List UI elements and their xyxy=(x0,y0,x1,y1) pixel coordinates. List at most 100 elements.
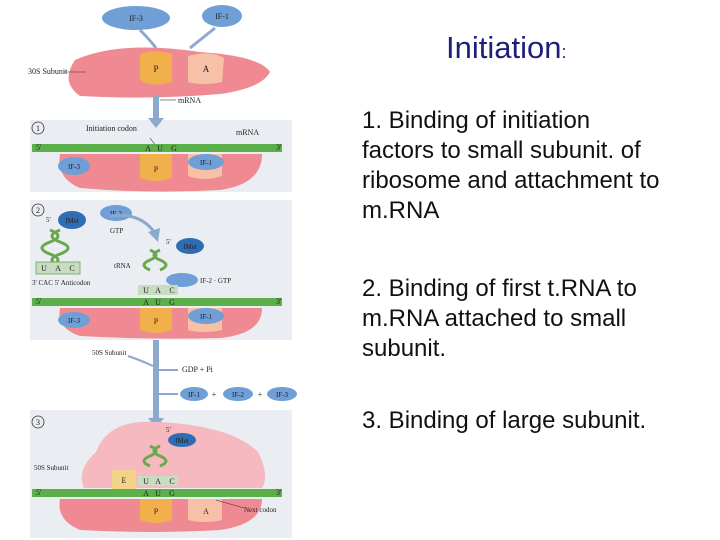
anticodon2-a: A xyxy=(155,286,161,295)
trna-step3-helix xyxy=(142,444,168,468)
mrna-strand-2 xyxy=(32,298,282,306)
codon1-u: U xyxy=(157,144,163,153)
trna-anticodon-box xyxy=(35,261,81,275)
initiation-codon-label: Initiation codon xyxy=(86,124,137,133)
free-trna-5prime: 5' xyxy=(46,216,51,224)
codon3-a: A xyxy=(143,489,149,498)
bound-trna-5prime: 5' xyxy=(166,238,171,246)
p-site-step3 xyxy=(140,499,172,523)
mrna1-3prime: 3' xyxy=(276,143,282,152)
if1-bound-step2 xyxy=(188,308,224,324)
p-site-label-step1: P xyxy=(154,165,159,174)
mrna-top-label: mRNA xyxy=(178,96,201,105)
a-site-step3 xyxy=(188,499,222,522)
trna-free-helix xyxy=(40,228,70,268)
codon2-u: U xyxy=(155,298,161,307)
anticodon3-u: U xyxy=(143,477,149,486)
trna-base-a: A xyxy=(55,264,61,273)
step1-text: 1. Binding of initiation factors to smal… xyxy=(362,107,660,224)
next-codon-label: Next codon xyxy=(244,506,277,514)
p-site-top xyxy=(140,51,172,85)
arrow-if3 xyxy=(138,28,158,49)
bound-trna3-5prime: 5' xyxy=(166,426,171,434)
if1-released-label: IF-1 xyxy=(188,391,201,399)
step3-marker xyxy=(31,415,45,429)
anticodon2-u: U xyxy=(143,286,149,295)
mrna-label-step1: mRNA xyxy=(236,128,259,137)
anticodon3-c: C xyxy=(169,477,174,486)
fmet-free-label: fMet xyxy=(65,217,79,225)
arrow-down-1 xyxy=(153,96,159,122)
trna-bound-helix xyxy=(142,248,168,272)
a-site-label-step3: A xyxy=(203,507,209,516)
if3-released-label: IF-3 xyxy=(276,391,289,399)
50s-subunit-label-transition: 50S Subunit xyxy=(92,349,126,357)
arrowhead-if2-trna xyxy=(148,228,160,242)
plus-1: + xyxy=(212,390,217,399)
mrna-strand-3 xyxy=(32,489,282,497)
if3-label-step2: IF-3 xyxy=(68,317,81,325)
mrna2-3prime: 3' xyxy=(276,297,282,306)
if3-released xyxy=(267,387,297,401)
if1-factor xyxy=(202,5,242,27)
anticodon-step3 xyxy=(138,476,178,486)
mrna2-5prime: 5' xyxy=(36,297,42,306)
mrna1-5prime: 5' xyxy=(36,143,42,152)
p-site-step1 xyxy=(140,154,172,181)
e-site xyxy=(112,470,136,490)
if2-bound xyxy=(166,273,198,287)
anticodon3-a: A xyxy=(155,477,161,486)
trna-label: tRNA xyxy=(114,262,131,270)
arrowhead-down-1 xyxy=(148,118,164,128)
if1-label-step1: IF-1 xyxy=(200,159,213,167)
if2-released-label: IF-2 xyxy=(232,391,245,399)
if3-bound-step1 xyxy=(58,157,90,175)
anticodon-step2 xyxy=(138,285,178,295)
fmet-step3 xyxy=(168,433,196,447)
codon3-u: U xyxy=(155,489,161,498)
e-site-label: E xyxy=(122,476,127,485)
step3-text: 3. Binding of large subunit. xyxy=(362,407,647,434)
fmet-step3-label: fMet xyxy=(175,437,189,445)
fmet-bound-label: fMet xyxy=(183,243,197,251)
fmet-free xyxy=(58,211,86,229)
anticodon2-c: C xyxy=(169,286,174,295)
step1-marker xyxy=(31,121,45,135)
if2-released xyxy=(223,387,253,401)
30s-subunit-label: 30S Subunit xyxy=(28,67,68,76)
mrna3-3prime: 3' xyxy=(276,488,282,497)
mrna-strand-1 xyxy=(32,144,282,152)
step2-text: 2. Binding of first t.RNA to m.RNA attac… xyxy=(362,275,637,362)
gdp-pi-label: GDP + Pi xyxy=(182,365,214,374)
a-site-label-top: A xyxy=(203,64,210,74)
if3-factor xyxy=(102,6,170,30)
gtp-label: GTP xyxy=(110,227,123,235)
ribosome-initiation-diagram: IF-3 IF-1 P A 30S Subunit mRNA 1 Initiat… xyxy=(28,5,297,538)
mrna3-5prime: 5' xyxy=(36,488,42,497)
codon1-g: G xyxy=(171,144,177,153)
codon1-a: A xyxy=(145,144,151,153)
step3-number: 3 xyxy=(36,418,40,427)
arrow-down-2 xyxy=(153,340,159,420)
if2-gtp-label: IF-2 · GTP xyxy=(200,277,231,285)
p-site-label-step2: P xyxy=(154,317,159,326)
slide-title-colon: : xyxy=(561,42,567,62)
trna-base-c: C xyxy=(69,264,74,273)
a-site-top xyxy=(188,53,224,84)
if3-label: IF-3 xyxy=(129,14,143,23)
plus-2: + xyxy=(258,390,263,399)
if3-bound-step2 xyxy=(58,312,90,328)
next-codon-leader xyxy=(215,499,245,509)
if1-bound-step1 xyxy=(188,154,224,170)
arrow-50s-in xyxy=(127,355,154,367)
codon2-g: G xyxy=(169,298,175,307)
if1-released xyxy=(180,387,208,401)
trna-base-u: U xyxy=(41,264,47,273)
cac-anticodon-label: 3' CAC 5' Anticodon xyxy=(32,279,91,287)
fmet-bound xyxy=(176,238,204,254)
codon2-a: A xyxy=(143,298,149,307)
p-site-step2 xyxy=(140,308,172,333)
p-site-label-step3: P xyxy=(154,507,159,516)
arrow-if1 xyxy=(189,26,216,50)
step2-number: 2 xyxy=(36,206,40,215)
